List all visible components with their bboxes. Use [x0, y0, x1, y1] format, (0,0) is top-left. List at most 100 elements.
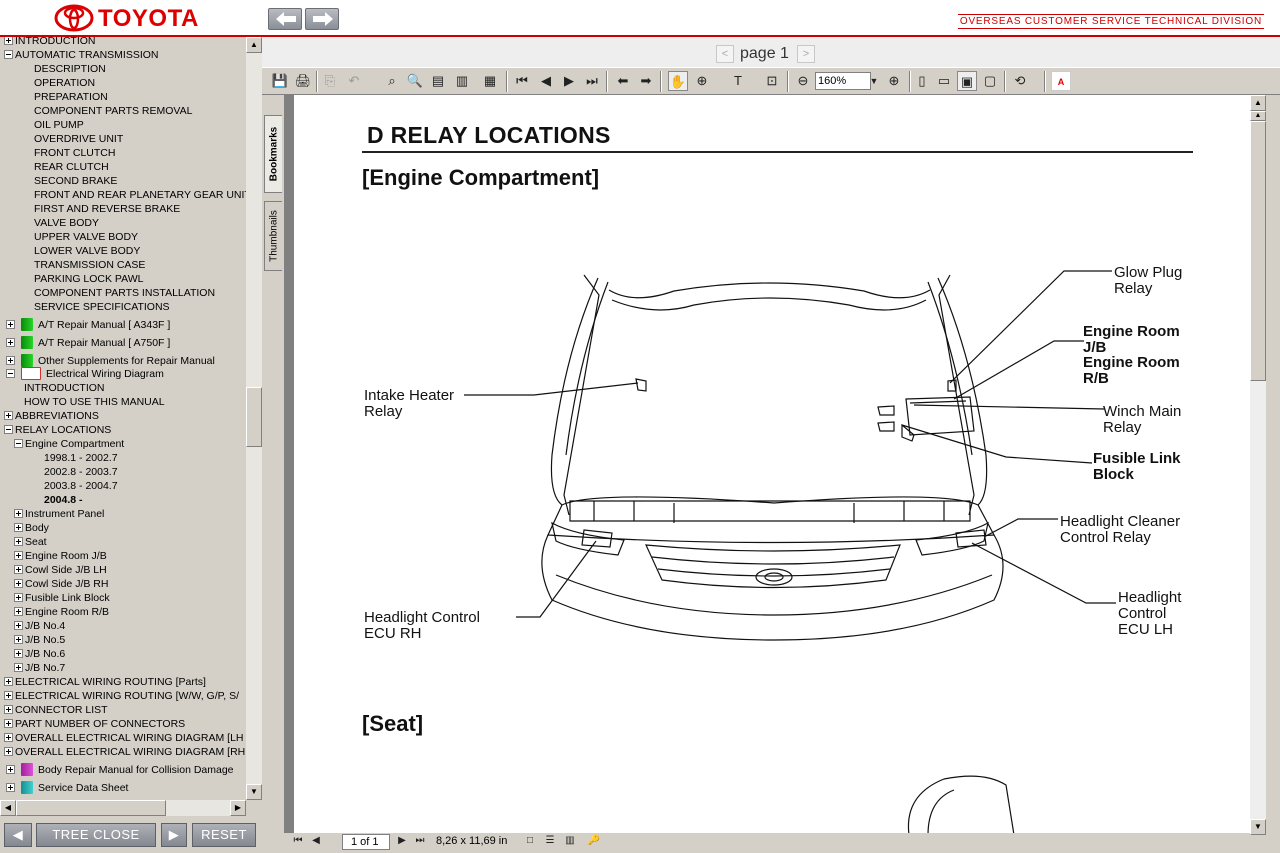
- document-pane-icon[interactable]: ▤: [431, 73, 445, 88]
- find-icon[interactable]: ⌕: [388, 73, 396, 88]
- tree-item[interactable]: Electrical Wiring Diagram: [6, 367, 164, 381]
- continuous-icon[interactable]: ☰: [545, 835, 555, 846]
- tree-item[interactable]: OVERDRIVE UNIT: [34, 132, 123, 146]
- expand-icon[interactable]: [4, 733, 13, 742]
- tree-item[interactable]: 2003.8 - 2004.7: [44, 479, 118, 493]
- expand-icon[interactable]: [6, 320, 15, 329]
- scroll-up-button[interactable]: ▲: [246, 37, 262, 53]
- tree-item[interactable]: COMPONENT PARTS INSTALLATION: [34, 286, 215, 300]
- expand-icon[interactable]: [14, 551, 23, 560]
- next-page-small-icon[interactable]: ▶: [398, 835, 406, 846]
- tree-item[interactable]: Cowl Side J/B LH: [14, 563, 107, 577]
- tree-item[interactable]: HOW TO USE THIS MANUAL: [24, 395, 165, 409]
- go-forward-icon[interactable]: ➡: [640, 73, 652, 88]
- zoom-level-field[interactable]: 160%: [815, 72, 871, 90]
- expand-icon[interactable]: [14, 523, 23, 532]
- horizontal-scroll-thumb[interactable]: [16, 800, 166, 816]
- tree-item[interactable]: Body Repair Manual for Collision Damage: [6, 763, 234, 777]
- tree-item[interactable]: Engine Room J/B: [14, 549, 107, 563]
- tree-item[interactable]: LOWER VALVE BODY: [34, 244, 140, 258]
- expand-icon[interactable]: [14, 565, 23, 574]
- snapshot-icon[interactable]: ⊡: [766, 73, 778, 88]
- tree-item[interactable]: UPPER VALVE BODY: [34, 230, 138, 244]
- tree-item[interactable]: Engine Compartment: [14, 437, 124, 451]
- expand-icon[interactable]: [6, 783, 15, 792]
- expand-icon[interactable]: [4, 747, 13, 756]
- expand-icon[interactable]: [4, 691, 13, 700]
- tree-item[interactable]: 1998.1 - 2002.7: [44, 451, 118, 465]
- tree-prev-button[interactable]: ◀: [4, 823, 32, 847]
- back-button[interactable]: [268, 8, 302, 30]
- expand-icon[interactable]: [14, 509, 23, 518]
- tree-item[interactable]: OVERALL ELECTRICAL WIRING DIAGRAM [LH: [4, 731, 244, 745]
- tree-item[interactable]: PREPARATION: [34, 90, 108, 104]
- tree-item[interactable]: Service Data Sheet: [6, 781, 128, 795]
- undo-icon[interactable]: ↶: [348, 73, 360, 88]
- page-number-field[interactable]: 1 of 1: [342, 834, 390, 850]
- tree-item[interactable]: J/B No.5: [14, 633, 65, 647]
- tree-item[interactable]: VALVE BODY: [34, 216, 99, 230]
- hand-tool-icon[interactable]: ✋: [668, 71, 688, 91]
- first-page-small-icon[interactable]: ⏮: [293, 835, 303, 846]
- expand-icon[interactable]: [6, 765, 15, 774]
- doc-scroll-thumb[interactable]: [1250, 121, 1266, 381]
- last-page-small-icon[interactable]: ⏭: [415, 835, 425, 846]
- forward-button[interactable]: [305, 8, 339, 30]
- navigation-pane-icon[interactable]: ▦: [483, 73, 497, 88]
- tree-item[interactable]: 2004.8 -: [44, 493, 83, 507]
- tree-item[interactable]: INTRODUCTION: [24, 381, 105, 395]
- tree-item[interactable]: SERVICE SPECIFICATIONS: [34, 300, 170, 314]
- copy-icon[interactable]: ⎘: [324, 73, 336, 88]
- scroll-left-button[interactable]: ◀: [0, 800, 16, 816]
- tree-next-button[interactable]: ▶: [161, 823, 187, 847]
- zoom-in-icon[interactable]: ⊕: [888, 73, 900, 88]
- expand-icon[interactable]: [6, 356, 15, 365]
- tree-item[interactable]: J/B No.7: [14, 661, 65, 675]
- adobe-logo-icon[interactable]: A: [1051, 71, 1071, 91]
- tree-item[interactable]: TRANSMISSION CASE: [34, 258, 145, 272]
- tree-item[interactable]: ELECTRICAL WIRING ROUTING [Parts]: [4, 675, 206, 689]
- save-icon[interactable]: 💾: [271, 73, 289, 88]
- expand-icon[interactable]: [14, 649, 23, 658]
- fit-visible-icon[interactable]: ▢: [983, 73, 997, 88]
- bookmark-pane-icon[interactable]: ▥: [455, 73, 469, 88]
- expand-icon[interactable]: [14, 663, 23, 672]
- tree-item[interactable]: J/B No.4: [14, 619, 65, 633]
- single-page-icon[interactable]: □: [526, 835, 534, 846]
- expand-icon[interactable]: [14, 635, 23, 644]
- previous-page-icon[interactable]: ◀: [541, 73, 551, 88]
- collapse-icon[interactable]: [4, 425, 13, 434]
- tree-item[interactable]: OIL PUMP: [34, 118, 84, 132]
- rotate-view-icon[interactable]: ⟲: [1014, 73, 1026, 88]
- go-back-icon[interactable]: ⬅: [617, 73, 629, 88]
- expand-icon[interactable]: [14, 607, 23, 616]
- tree-item[interactable]: DESCRIPTION: [34, 62, 106, 76]
- scroll-thumb[interactable]: [246, 387, 262, 447]
- tree-item[interactable]: Seat: [14, 535, 47, 549]
- tab-bookmarks[interactable]: Bookmarks: [264, 115, 282, 193]
- text-select-icon[interactable]: T: [734, 73, 742, 88]
- next-page-icon[interactable]: ▶: [564, 73, 574, 88]
- collapse-icon[interactable]: [6, 369, 15, 378]
- actual-size-icon[interactable]: ▯: [918, 73, 926, 88]
- tree-item[interactable]: AUTOMATIC TRANSMISSION: [4, 48, 159, 62]
- expand-icon[interactable]: [4, 37, 13, 45]
- expand-icon[interactable]: [14, 537, 23, 546]
- zoom-dropdown-icon[interactable]: ▼: [869, 76, 879, 86]
- expand-icon[interactable]: [14, 579, 23, 588]
- last-page-icon[interactable]: ⏭: [586, 73, 598, 88]
- tree-item[interactable]: Body: [14, 521, 49, 535]
- tree-item[interactable]: REAR CLUTCH: [34, 160, 109, 174]
- tree-item[interactable]: Fusible Link Block: [14, 591, 110, 605]
- first-page-icon[interactable]: ⏮: [516, 73, 528, 88]
- tree-item[interactable]: Cowl Side J/B RH: [14, 577, 108, 591]
- document-vertical-scrollbar[interactable]: ▲ ▲ ▼: [1250, 95, 1266, 835]
- tree-item[interactable]: SECOND BRAKE: [34, 174, 117, 188]
- collapse-icon[interactable]: [14, 439, 23, 448]
- tree-item[interactable]: Other Supplements for Repair Manual: [6, 354, 215, 368]
- prev-page-small-icon[interactable]: ◀: [312, 835, 320, 846]
- tree-close-button[interactable]: TREE CLOSE: [36, 823, 156, 847]
- tree-item[interactable]: PART NUMBER OF CONNECTORS: [4, 717, 185, 731]
- tree-item[interactable]: FRONT CLUTCH: [34, 146, 115, 160]
- tree-item[interactable]: FIRST AND REVERSE BRAKE: [34, 202, 180, 216]
